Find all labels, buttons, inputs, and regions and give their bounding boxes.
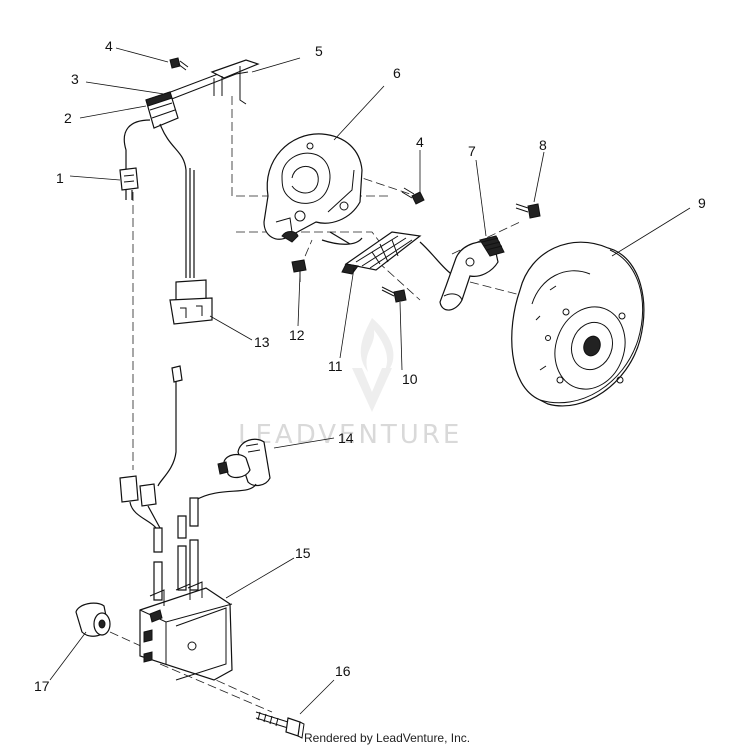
spacer (75, 602, 111, 637)
callout-13: 13 (254, 334, 270, 350)
screw-12 (291, 259, 307, 282)
callout-16: 16 (335, 663, 351, 679)
watermark-text: LEADVENTURE (238, 420, 462, 450)
screw-8 (515, 203, 541, 219)
charge-coil (439, 235, 505, 311)
callout-9: 9 (698, 195, 706, 211)
callout-10: 10 (402, 371, 418, 387)
screw-4-top (169, 57, 189, 71)
callout-numbers: 1 2 3 4 5 6 4 7 8 9 10 11 12 13 14 15 16… (34, 38, 706, 694)
callout-12: 12 (289, 327, 305, 343)
render-credit: Rendered by LeadVenture, Inc. (304, 731, 471, 745)
callout-3: 3 (71, 71, 79, 87)
bolt (255, 711, 305, 739)
wiring-harness (119, 59, 260, 325)
ignition-coil (139, 581, 233, 681)
callout-11: 11 (328, 358, 343, 374)
callout-15: 15 (295, 545, 311, 561)
screw-4-mid (401, 187, 425, 205)
leader-lines (49, 47, 691, 715)
callout-2: 2 (64, 110, 72, 126)
callout-7: 7 (468, 143, 476, 159)
flywheel (511, 241, 645, 407)
callout-14: 14 (338, 430, 354, 446)
callout-4-mid: 4 (416, 134, 424, 150)
watermark-logo (352, 318, 394, 412)
ignition-leads (119, 365, 199, 601)
callout-1: 1 (56, 170, 64, 186)
callout-4-top: 4 (105, 38, 113, 54)
callout-8: 8 (539, 137, 547, 153)
stator-plate (263, 133, 363, 243)
pulser-coil (321, 231, 469, 280)
callout-17: 17 (34, 678, 50, 694)
callout-6: 6 (393, 65, 401, 81)
screw-10 (381, 286, 407, 303)
callout-5: 5 (315, 43, 323, 59)
spark-plug-cap (193, 438, 271, 511)
